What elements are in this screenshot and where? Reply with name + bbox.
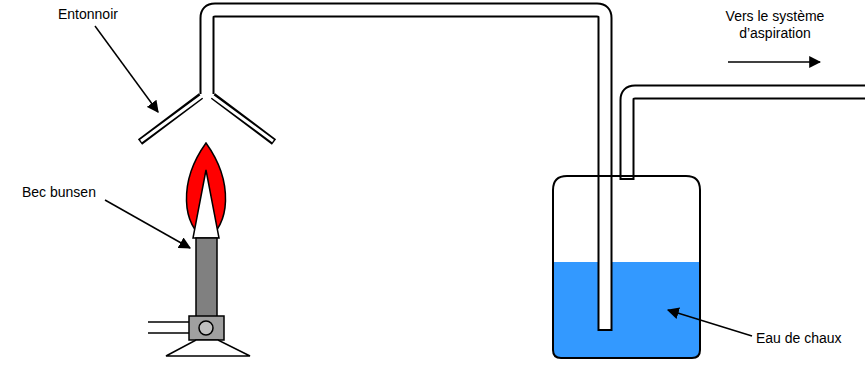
flask-outline: [553, 176, 700, 358]
inner-cone: [193, 170, 219, 238]
part-label: Eau de chaux: [756, 330, 842, 347]
direction-label: Vers le système d’aspiration: [700, 8, 850, 42]
flask-body: [553, 176, 700, 358]
leader-lines: [95, 26, 820, 336]
flame: [186, 143, 225, 240]
part-label: Entonnoir: [58, 6, 118, 23]
limewater: [553, 262, 700, 358]
glass-tubes: [140, 10, 865, 331]
bunsen-burner: [148, 238, 250, 356]
part-label: Bec bunsen: [22, 184, 96, 201]
